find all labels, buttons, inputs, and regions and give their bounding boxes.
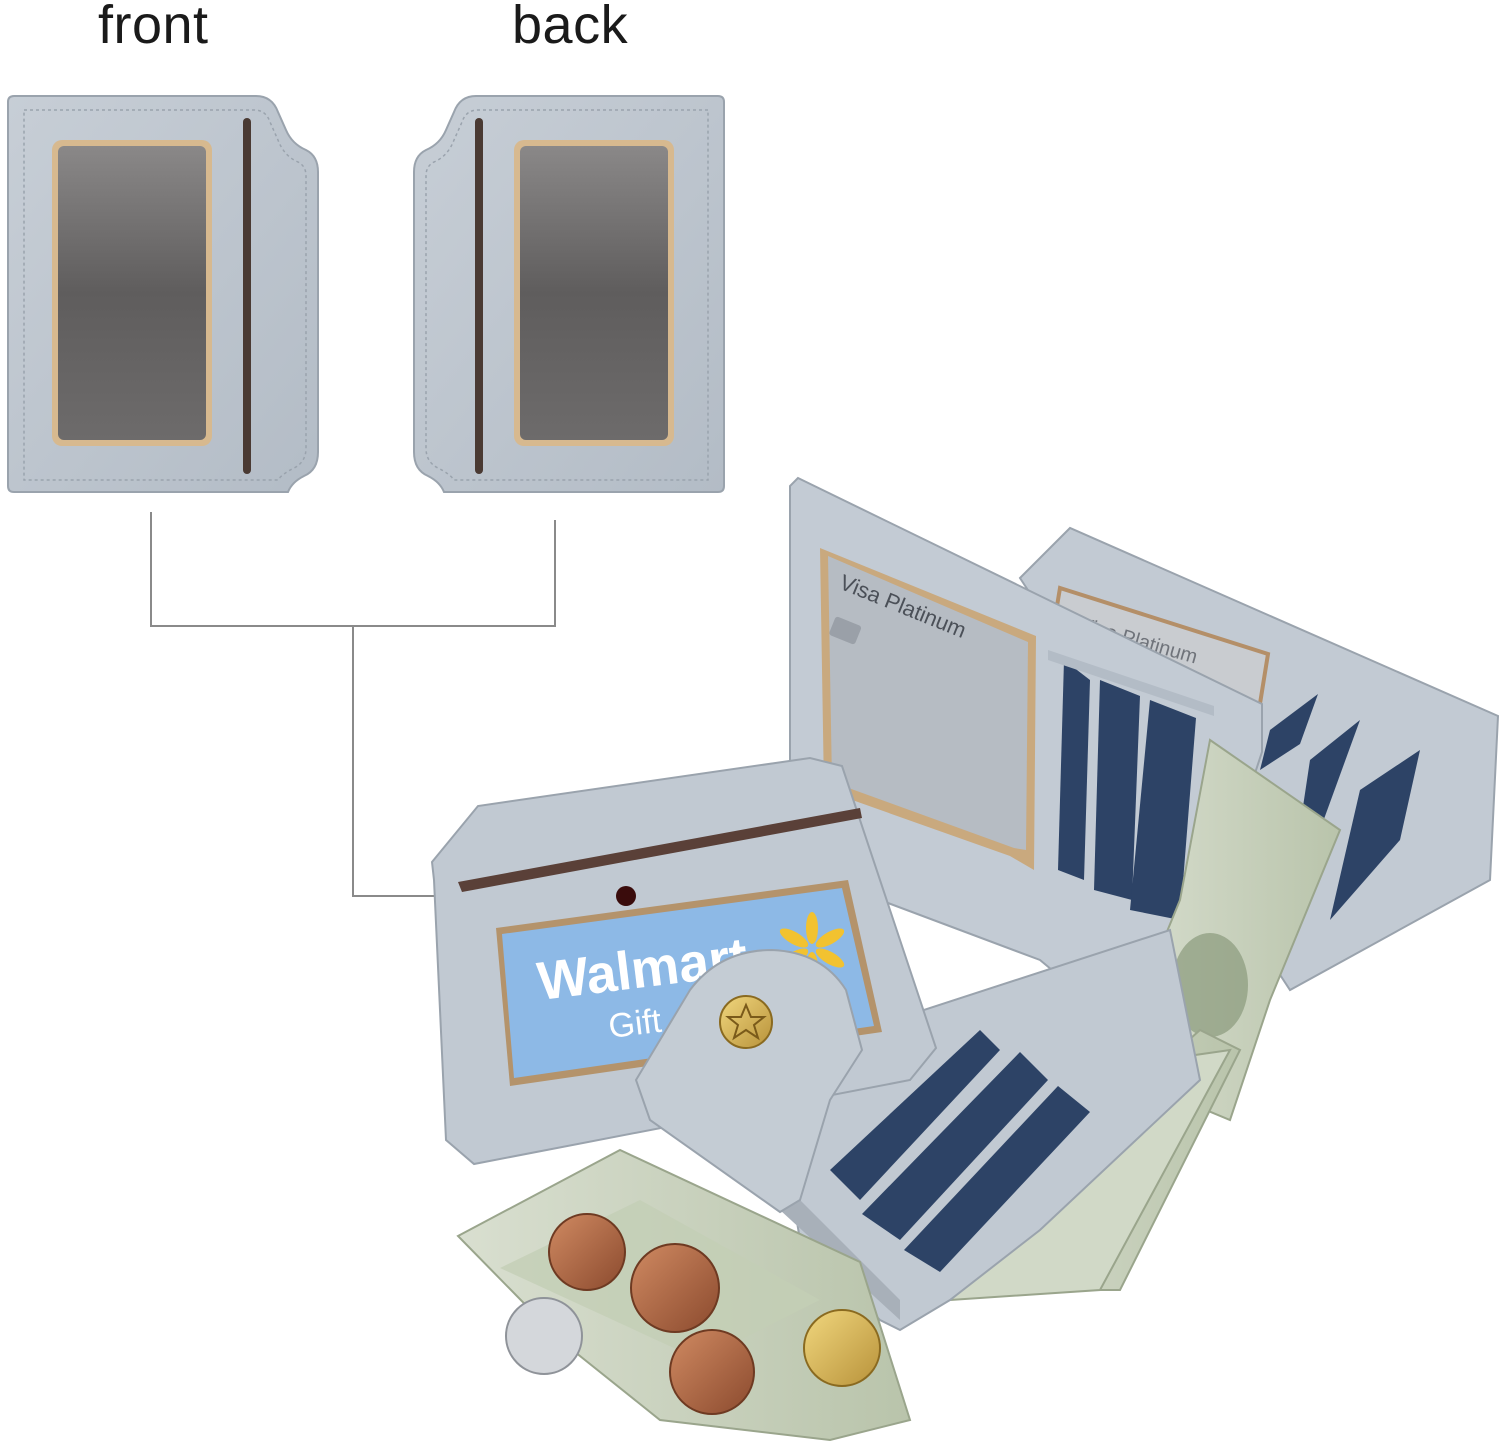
wallet-middle-panel: Visa Platinum (789, 476, 1263, 1012)
card-holder-front (7, 95, 319, 493)
pointer-dot (616, 886, 636, 906)
snap-button-icon (719, 995, 773, 1049)
card-slot-back (475, 118, 483, 474)
dime-coin (505, 1297, 583, 1375)
back-label: back (512, 0, 629, 55)
card-slot-front (243, 118, 251, 474)
card-slot (458, 808, 862, 892)
penny-coin (630, 1243, 720, 1333)
gold-coin (803, 1309, 881, 1387)
penny-coin (669, 1329, 755, 1415)
card-holder-back (413, 95, 725, 493)
visa-window (828, 556, 1028, 850)
coins (505, 1213, 881, 1415)
gift-label: Gift (606, 1002, 664, 1046)
id-window-back (520, 146, 668, 440)
id-window-front (58, 146, 206, 440)
penny-coin (548, 1213, 626, 1291)
front-label: front (98, 0, 209, 55)
snap-tab (634, 948, 864, 1214)
